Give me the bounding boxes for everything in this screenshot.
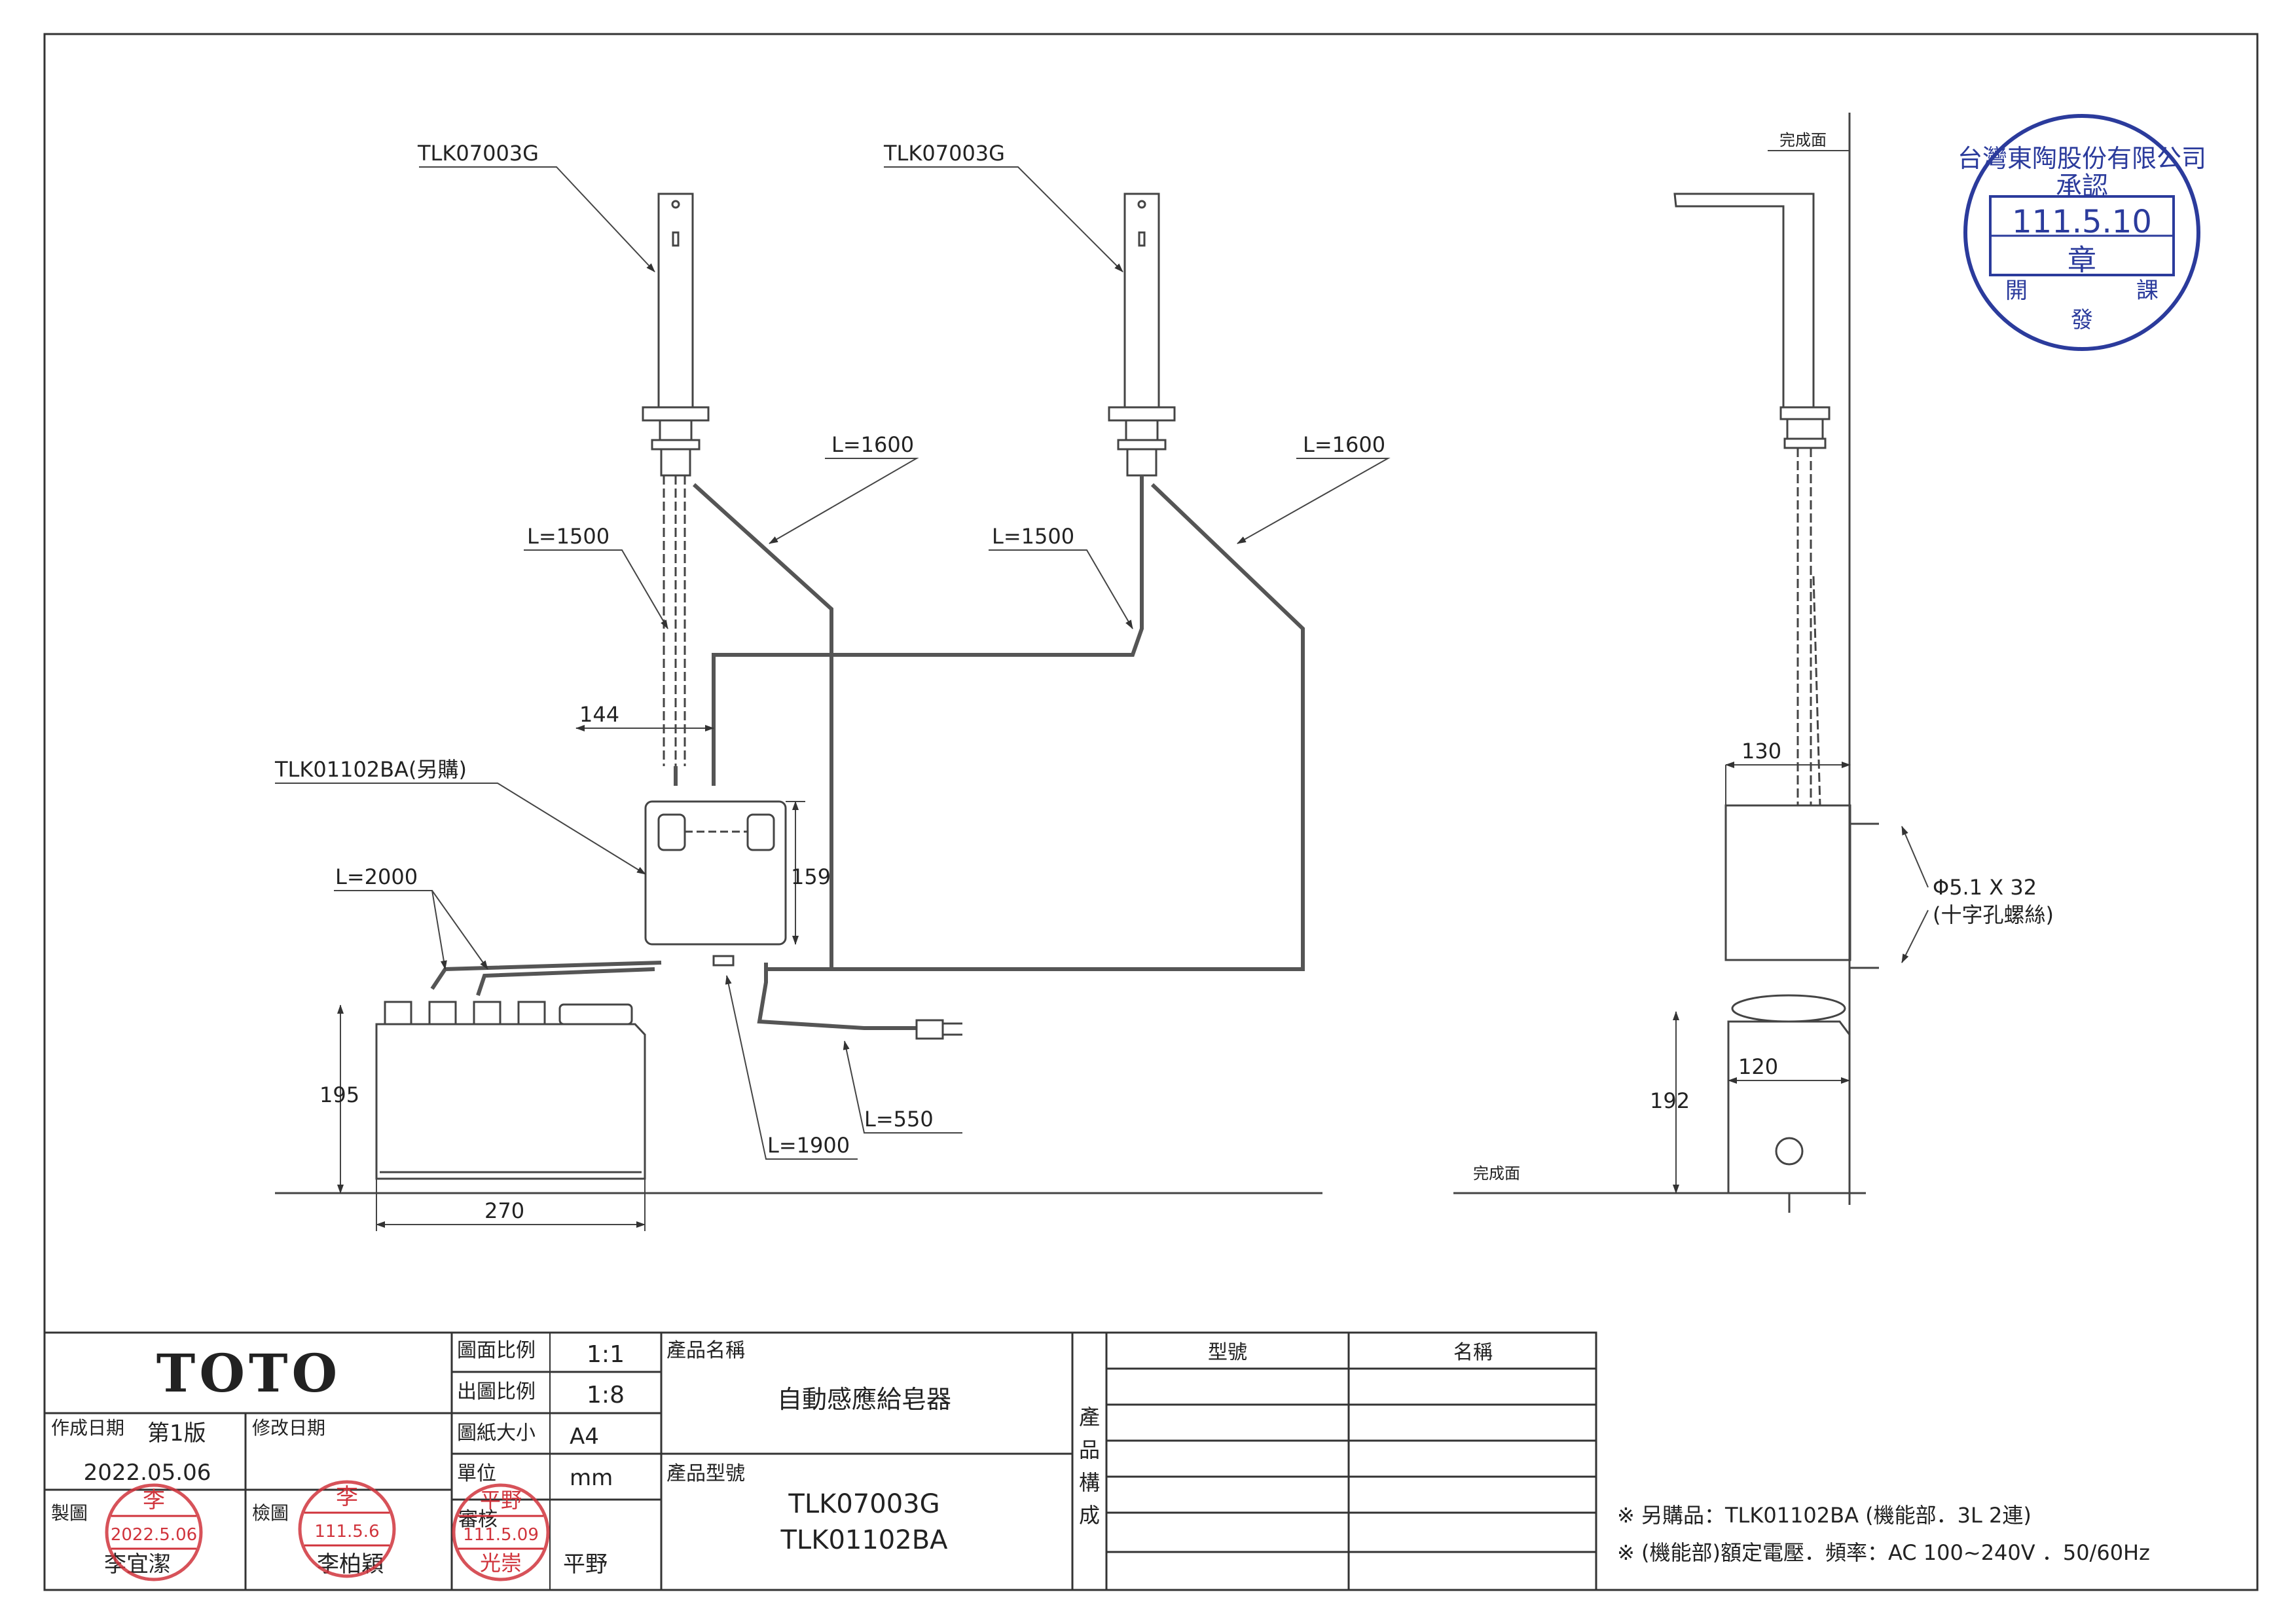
tank-hoses-label: L=2000	[335, 864, 418, 889]
reviewed-stamp-date: 111.5.09	[463, 1525, 539, 1545]
product-name: 自動感應給皂器	[777, 1385, 951, 1414]
front-dimensions	[337, 725, 805, 1231]
finish-surface-top: 完成面	[1779, 131, 1827, 149]
dim-tank-height: 195	[319, 1082, 359, 1107]
checked-stamp: 李 111.5.6	[298, 1480, 396, 1578]
unit-value: mm	[570, 1465, 613, 1491]
unit-model-label: TLK01102BA(另購)	[274, 757, 467, 782]
cables	[430, 475, 1305, 1030]
dim-side-tank-depth: 120	[1738, 1054, 1778, 1079]
created-label: 作成日期	[51, 1417, 124, 1439]
title-block	[43, 1331, 1597, 1591]
sheet-border	[43, 33, 2259, 1591]
drawn-stamp: 李 2022.5.06	[105, 1483, 203, 1581]
created-date: 2022.05.06	[84, 1460, 211, 1486]
power-plug	[915, 1019, 962, 1040]
screw-type: (十字孔螺絲)	[1933, 902, 2054, 927]
dim-side-unit-depth: 130	[1741, 739, 1781, 764]
faucet-left-label: TLK07003G	[417, 141, 539, 166]
scale-output-label: 出圖比例	[457, 1380, 536, 1403]
checked-stamp-date: 111.5.6	[314, 1522, 379, 1541]
dim-tank-width: 270	[484, 1198, 524, 1223]
scale-drawing-label: 圖面比例	[457, 1339, 536, 1362]
control-unit	[644, 800, 787, 967]
side-view	[1453, 113, 1929, 1213]
unit-cable-label: L=1900	[767, 1133, 850, 1158]
title-block-text: TOTO 圖面比例 1:1 出圖比例 1:8 圖紙大小 A4 單位 mm 作成日…	[51, 1339, 2150, 1581]
reviewed-label: 審核	[458, 1508, 498, 1531]
reviewed-stamp: 平野 111.5.09 光崇	[452, 1483, 550, 1581]
finish-surface-floor: 完成面	[1473, 1164, 1520, 1183]
approval-stamp: 台灣東陶股份有限公司 承認 111.5.10 章 開 發 課	[1958, 114, 2206, 351]
dim-unit-width: 144	[579, 702, 619, 727]
left-l1500-label: L=1500	[527, 524, 610, 549]
dim-unit-height: 159	[791, 864, 831, 889]
right-l1600-label: L=1600	[1303, 432, 1385, 457]
paper-size-label: 圖紙大小	[457, 1422, 536, 1445]
product-name-label: 產品名稱	[666, 1339, 745, 1362]
drawn-label: 製圖	[51, 1502, 88, 1524]
drawn-stamp-name: 李	[143, 1487, 165, 1513]
composition-label-1: 產	[1079, 1405, 1100, 1430]
composition-label-2: 品	[1079, 1437, 1100, 1462]
brand-logo: TOTO	[156, 1342, 341, 1404]
scale-drawing-value: 1:1	[587, 1341, 625, 1368]
stamp-dept-right: 課	[2136, 278, 2159, 304]
col-model: 型號	[1208, 1341, 1247, 1364]
faucet-right	[1108, 193, 1176, 477]
stamp-seal: 章	[2068, 244, 2096, 277]
stamp-dept-left: 開	[2005, 278, 2028, 304]
screw-spec: Φ5.1 X 32	[1933, 875, 2037, 900]
composition-label-3: 構	[1079, 1470, 1100, 1495]
product-model-1: TLK07003G	[788, 1489, 939, 1519]
dim-side-tank-height: 192	[1650, 1088, 1690, 1113]
col-name: 名稱	[1453, 1341, 1493, 1364]
faucet-left	[642, 193, 710, 766]
power-cord-label: L=550	[864, 1107, 934, 1132]
leaders	[275, 166, 1391, 1160]
reviewed-stamp-name2: 光崇	[480, 1551, 522, 1576]
composition-label-4: 成	[1079, 1503, 1100, 1528]
paper-size-value: A4	[570, 1424, 599, 1450]
note-2: ※ (機能部)額定電壓．頻率：AC 100~240V ．50/60Hz	[1617, 1540, 2150, 1565]
soap-tank	[375, 1001, 646, 1180]
side-labels: 完成面 完成面 130 120 192 Φ5.1 X 32 (十字孔螺絲)	[1473, 131, 2054, 1183]
stamp-company: 台灣東陶股份有限公司	[1958, 144, 2206, 173]
checked-label: 檢圖	[252, 1502, 289, 1524]
unit-label: 單位	[457, 1462, 496, 1485]
note-1: ※ 另購品：TLK01102BA (機能部．3L 2連)	[1617, 1503, 2032, 1528]
right-l1500-label: L=1500	[992, 524, 1074, 549]
checked-by: 李柏穎	[317, 1551, 384, 1578]
front-view	[275, 166, 1391, 1231]
checked-stamp-name: 李	[336, 1484, 358, 1510]
left-l1600-label: L=1600	[831, 432, 914, 457]
reviewed-by: 平野	[563, 1551, 608, 1578]
drawn-stamp-date: 2022.5.06	[111, 1525, 197, 1545]
product-model-2: TLK01102BA	[780, 1525, 949, 1555]
version: 第1版	[147, 1420, 206, 1447]
revised-label: 修改日期	[252, 1417, 325, 1439]
reviewed-stamp-name: 平野	[480, 1488, 522, 1513]
scale-output-value: 1:8	[587, 1382, 625, 1409]
faucet-right-label: TLK07003G	[883, 141, 1005, 166]
stamp-dept-mid: 發	[2071, 307, 2093, 333]
stamp-date: 111.5.10	[2012, 204, 2152, 240]
front-labels: TLK07003G TLK07003G L=1600 L=1600 L=1500…	[274, 141, 1385, 1223]
drawn-by: 李宜潔	[104, 1551, 171, 1578]
stamp-title: 承認	[2056, 172, 2108, 202]
product-model-label: 產品型號	[666, 1462, 745, 1485]
